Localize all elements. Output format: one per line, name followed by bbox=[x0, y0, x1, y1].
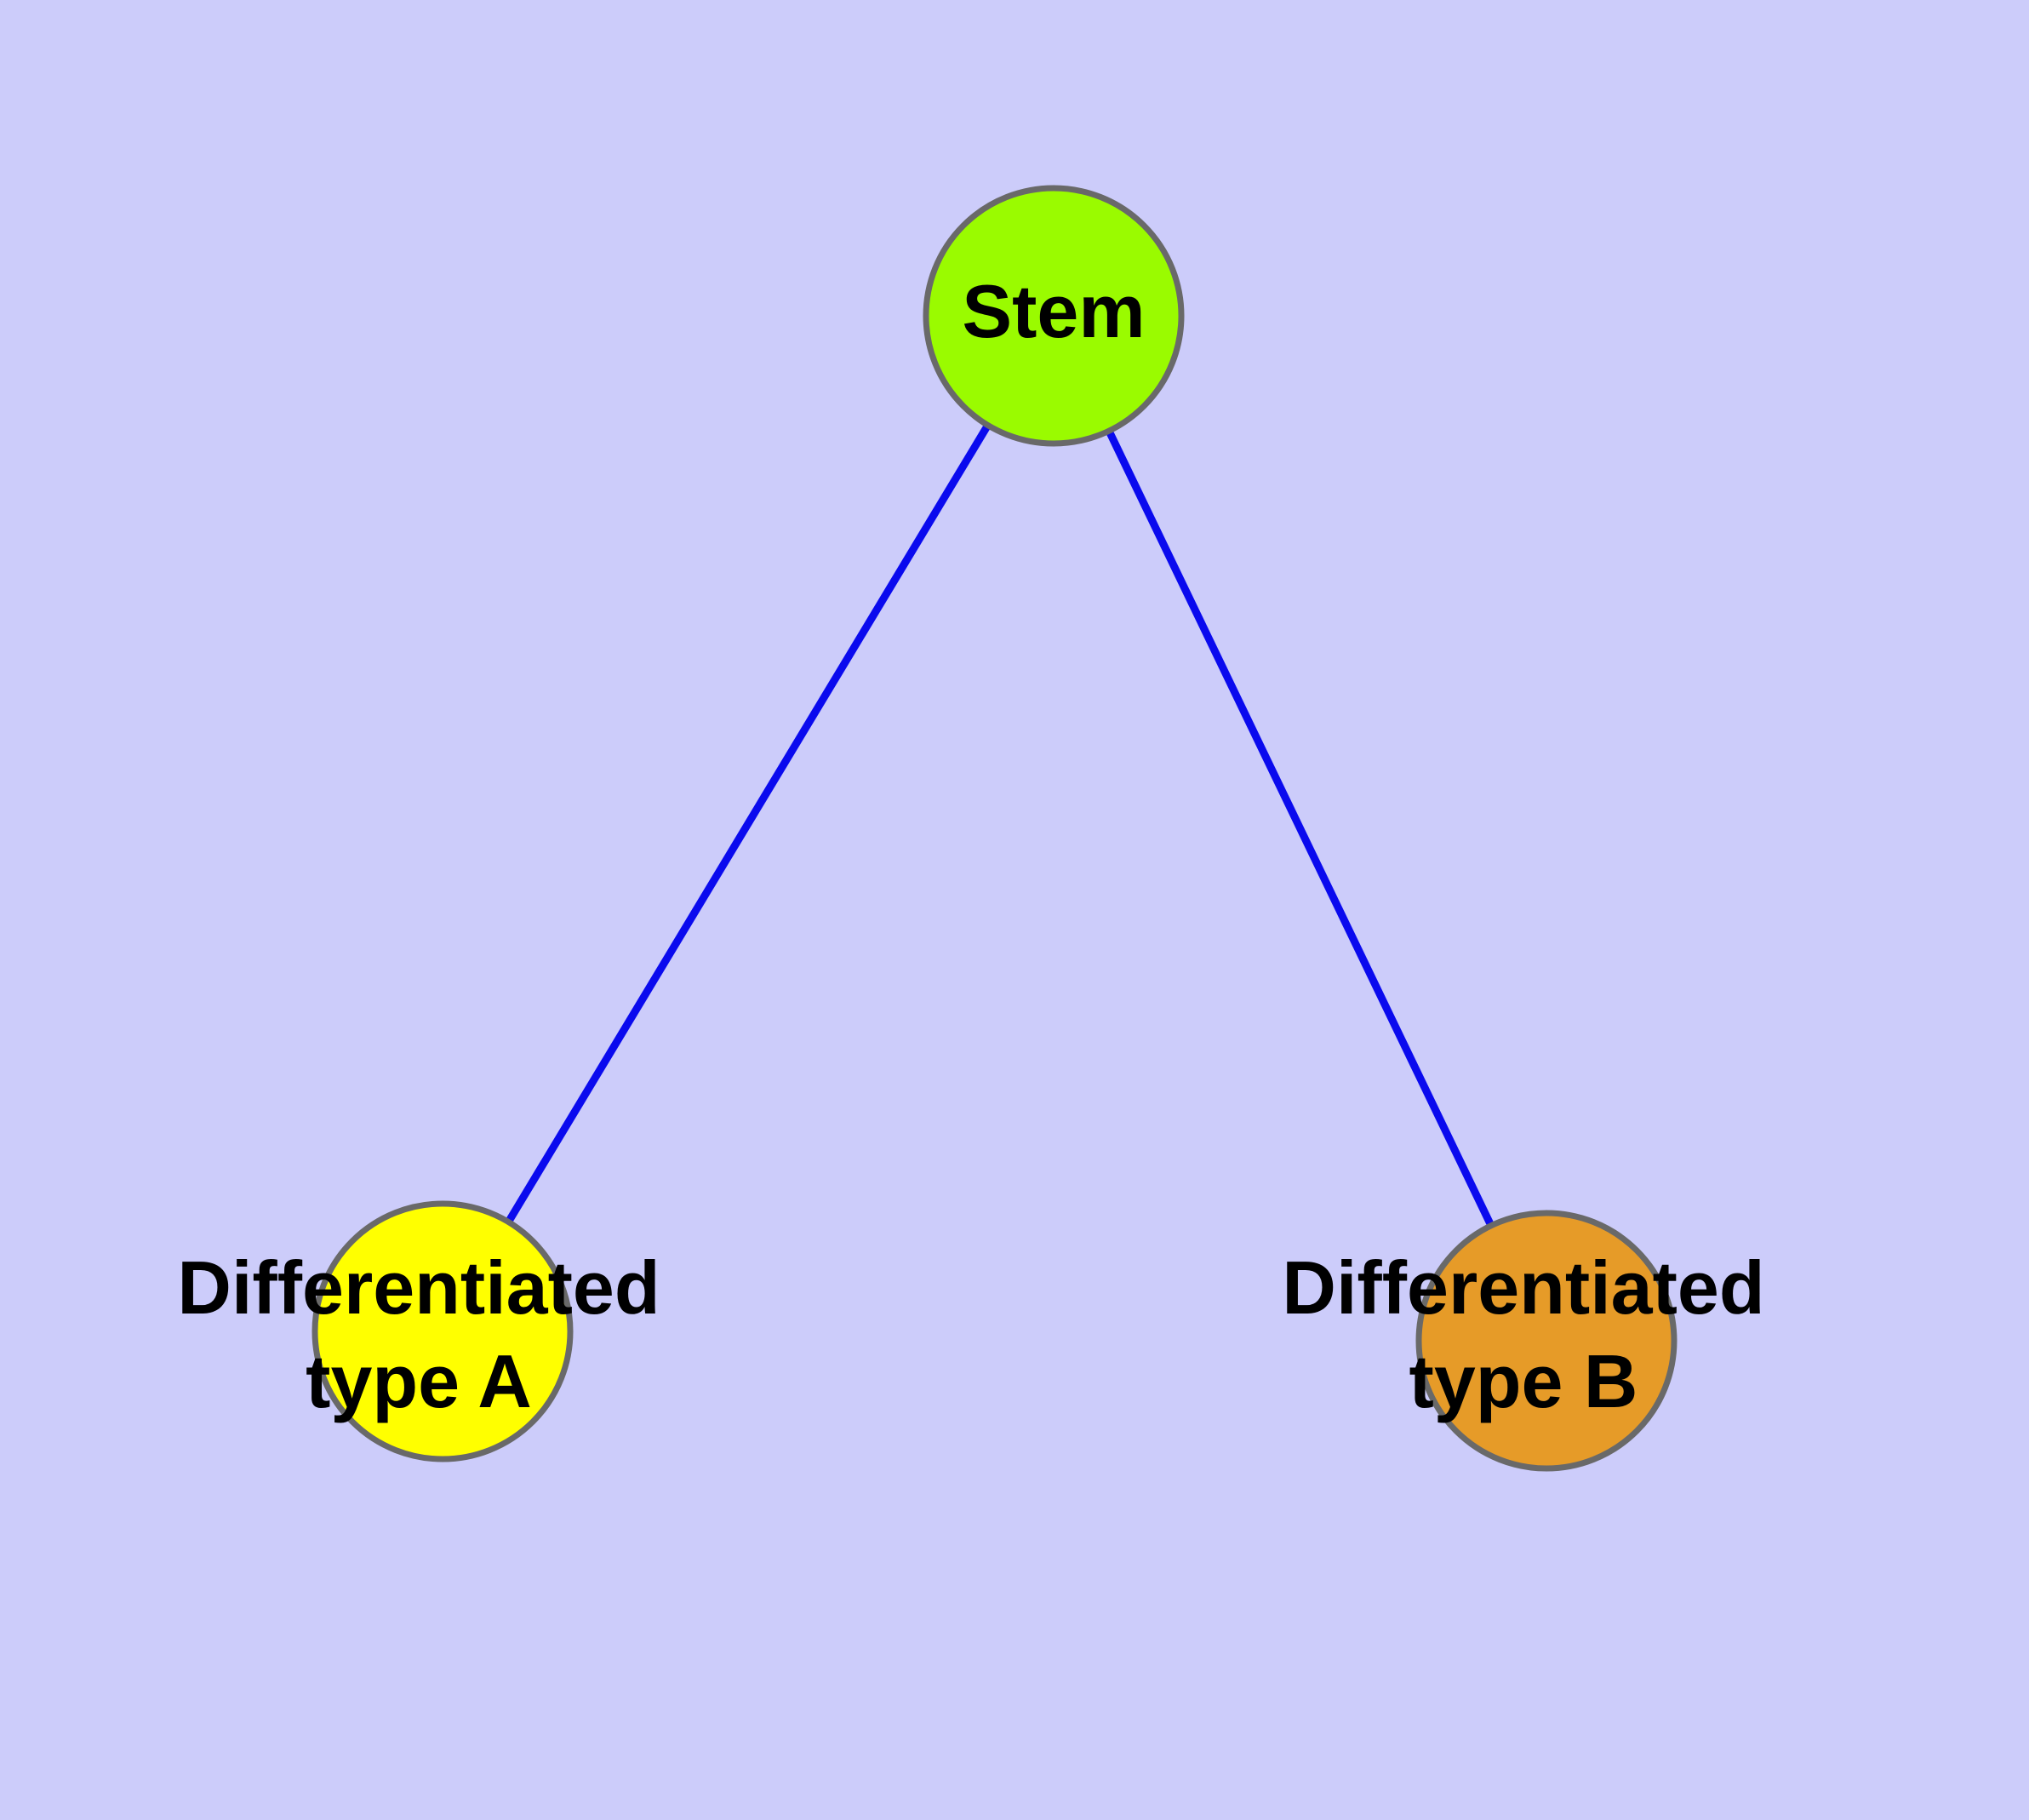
node-label-stem-line-1: Stem bbox=[962, 269, 1145, 353]
node-label-diff-a-line-1: Differentiated bbox=[177, 1245, 660, 1330]
node-circle-diff-a[interactable] bbox=[311, 1200, 574, 1462]
node-diff-a[interactable]: Differentiated type A bbox=[177, 1200, 660, 1462]
node-stem[interactable]: Stem bbox=[923, 185, 1185, 447]
node-diff-b[interactable]: Differentiated type B bbox=[1282, 1210, 1765, 1472]
node-label-diff-a-line-2: type A bbox=[306, 1339, 532, 1423]
node-circle-diff-b[interactable] bbox=[1415, 1210, 1677, 1472]
node-label-diff-b-line-2: type B bbox=[1409, 1339, 1638, 1423]
edge-stem-diff-b[interactable] bbox=[1049, 314, 1551, 1342]
edges-group bbox=[439, 313, 1551, 1342]
node-label-diff-b-line-1: Differentiated bbox=[1282, 1245, 1764, 1330]
node-circle-stem[interactable] bbox=[923, 185, 1185, 447]
edge-stem-diff-a[interactable] bbox=[439, 313, 1057, 1334]
